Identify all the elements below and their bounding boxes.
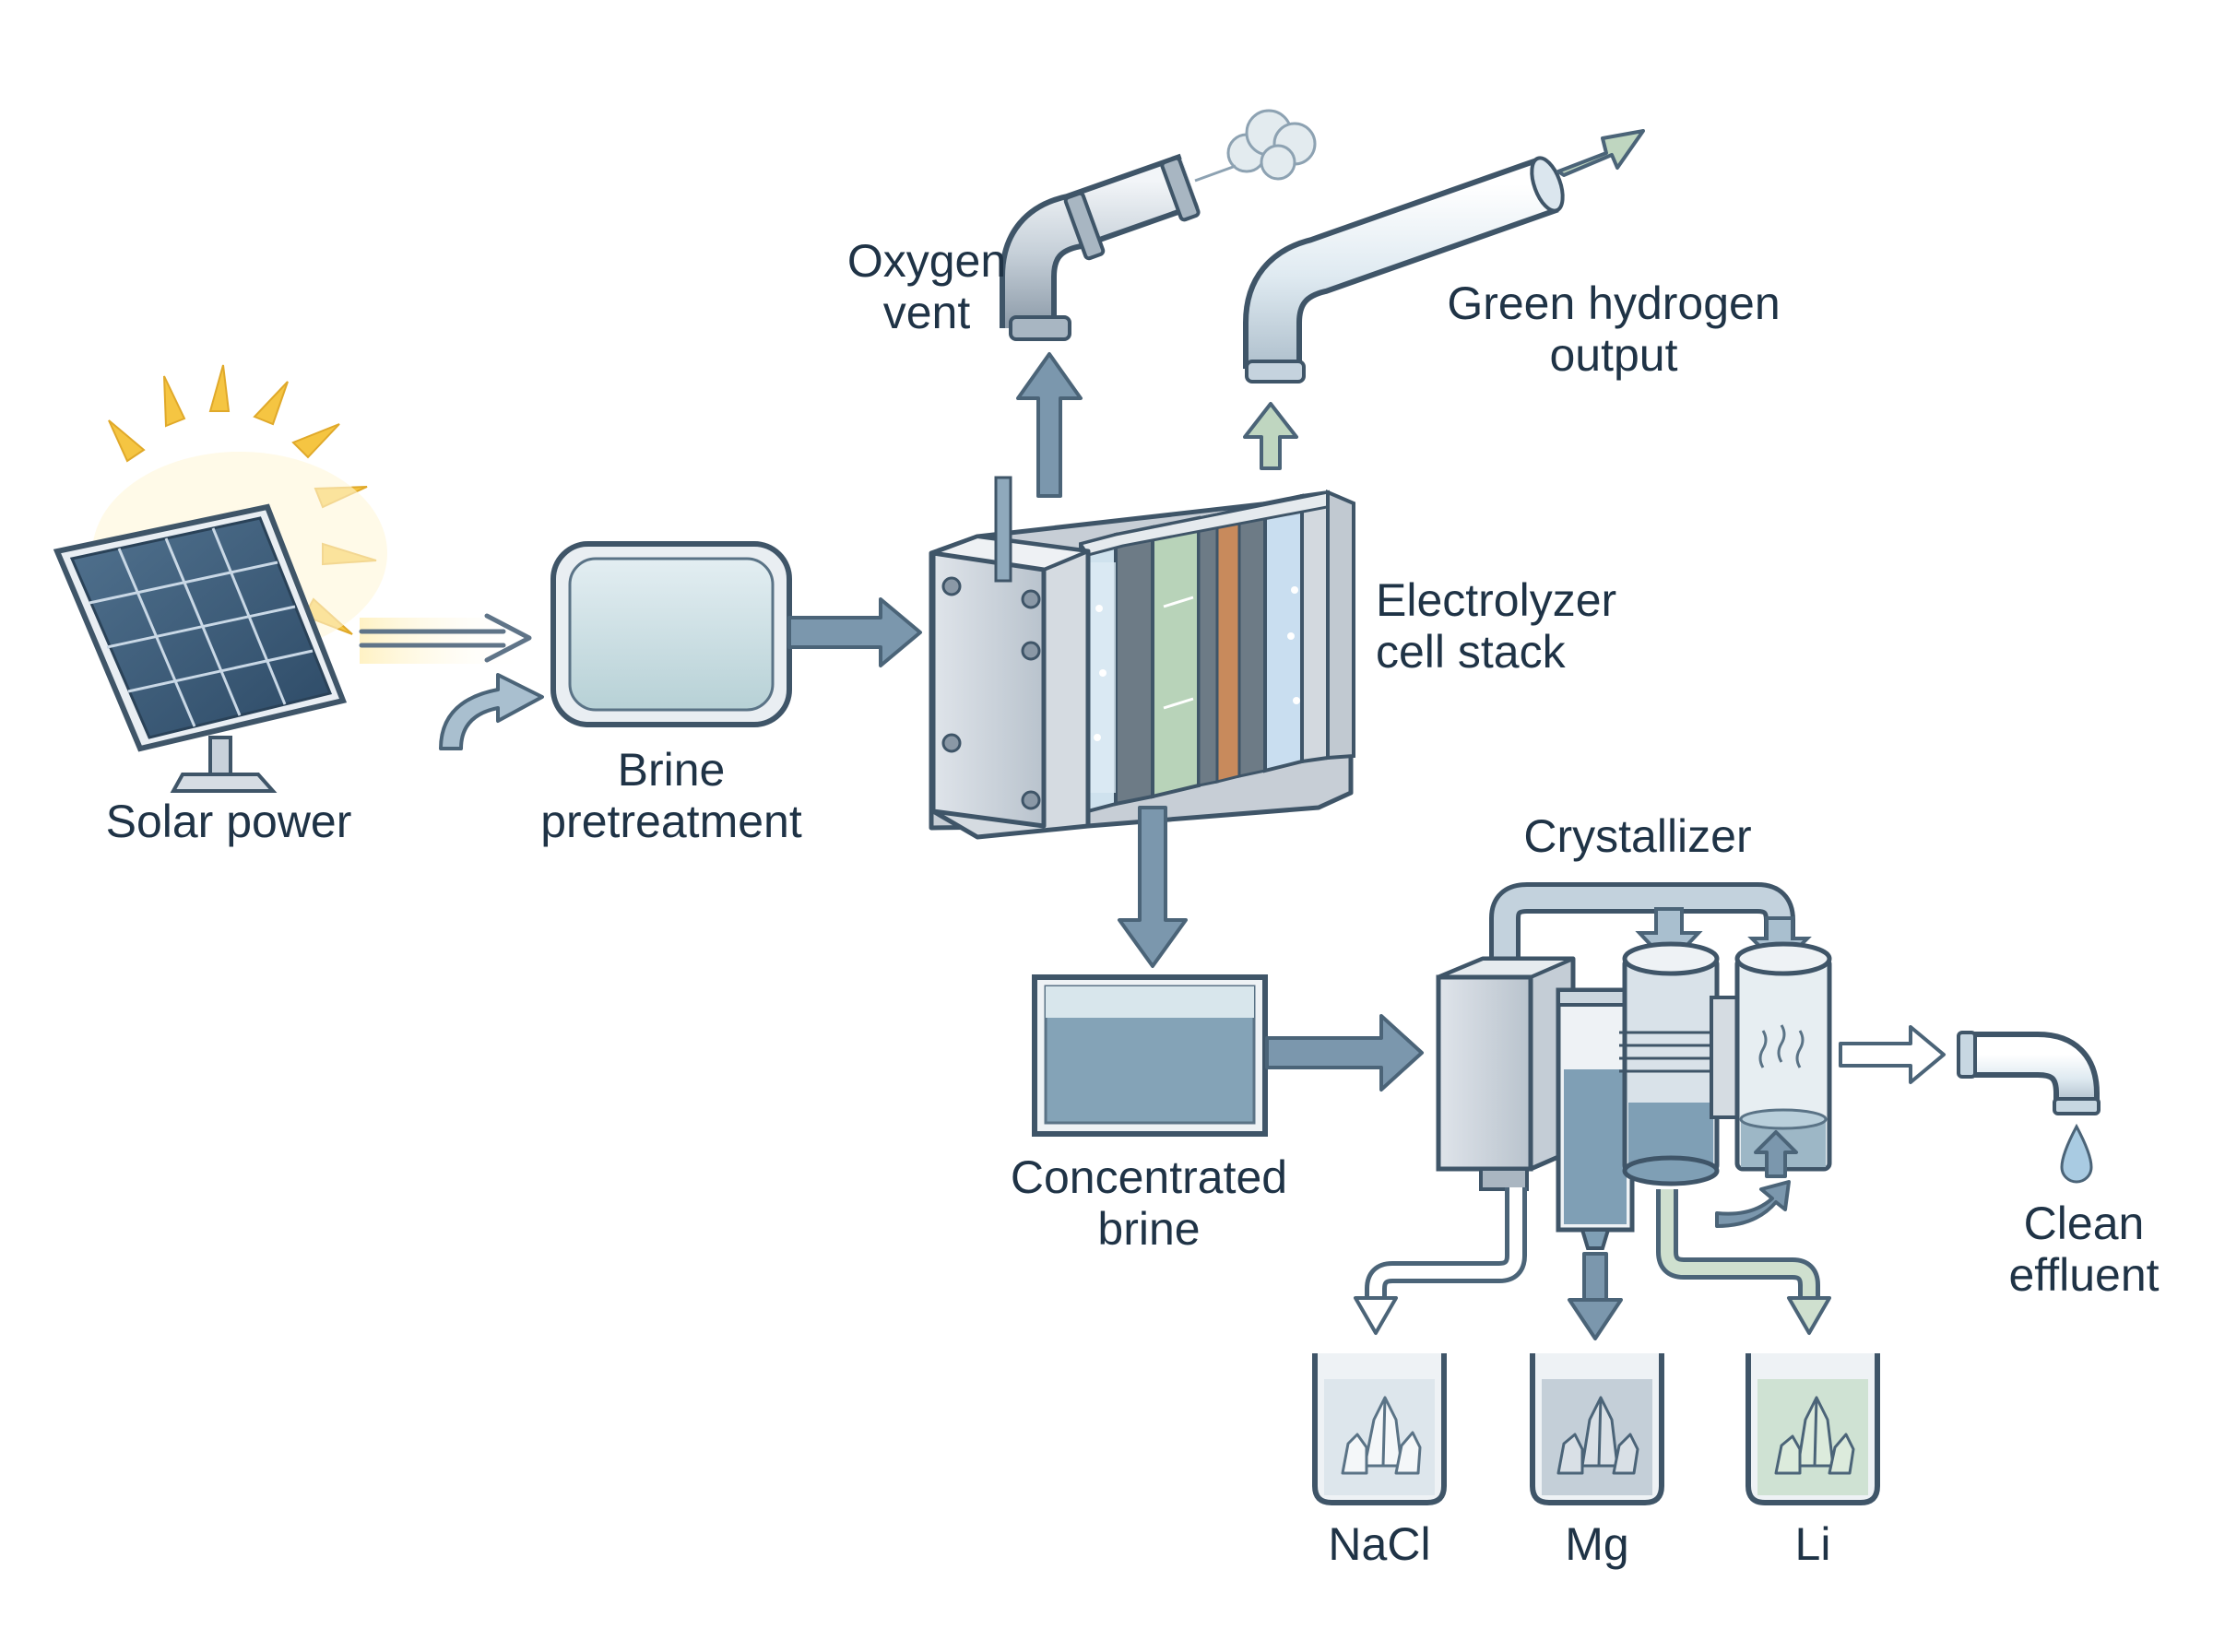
nacl-product: NaCl (1312, 1353, 1447, 1570)
solar-power-label: Solar power (106, 796, 352, 847)
oxygen-vent-label-2: vent (883, 287, 971, 338)
solar-light-arrow (359, 613, 532, 663)
crystal-icon (1774, 1396, 1855, 1475)
clean-effluent-outlet: Clean effluent (1839, 1025, 2160, 1301)
electrolyzer-label-2: cell stack (1376, 626, 1567, 678)
crystallizer-label: Crystallizer (1523, 810, 1751, 862)
crystal-icon (1341, 1396, 1422, 1475)
brine-pretreatment-tank: Brine pretreatment (540, 541, 802, 847)
hydrogen-output-pipe (1243, 156, 1565, 384)
clean-effluent-label-1: Clean (2024, 1198, 2145, 1249)
concentrated-brine-label-1: Concentrated (1011, 1151, 1287, 1203)
product-arrows (1354, 1187, 1831, 1340)
brine-pretreatment-label-2: pretreatment (540, 796, 802, 847)
clean-effluent-label-2: effluent (2008, 1249, 2159, 1301)
mg-label: Mg (1565, 1518, 1628, 1570)
mg-product: Mg (1530, 1353, 1664, 1570)
electrolyzer-cell-stack: Electrolyzer cell stack (929, 476, 1616, 840)
li-label: Li (1795, 1518, 1831, 1570)
oxygen-vent-pipe (1000, 153, 1201, 341)
oxygen-up-arrow (1016, 352, 1083, 498)
electrolyzer-label-1: Electrolyzer (1376, 574, 1616, 626)
solar-panel-icon (53, 503, 348, 752)
oxygen-puff (1194, 109, 1317, 183)
concentrated-brine-label-2: brine (1097, 1203, 1200, 1255)
hydrogen-up-arrow (1243, 402, 1298, 470)
concentrated-brine-tank: Concentrated brine (1011, 974, 1287, 1255)
crystallizer-unit: Crystallizer (1436, 810, 1832, 1250)
hydrogen-label-2: output (1549, 329, 1677, 381)
crystal-icon (1556, 1396, 1639, 1475)
oxygen-vent-label-1: Oxygen (847, 235, 1006, 287)
hydrogen-label-1: Green hydrogen (1447, 277, 1780, 329)
concentrated-to-crystallizer-arrow (1265, 1014, 1424, 1092)
electrolyzer-to-concentrated-arrow (1118, 806, 1188, 968)
li-product: Li (1746, 1353, 1880, 1570)
pretreatment-to-electrolyzer-arrow (787, 597, 922, 667)
brine-pretreatment-label-1: Brine (618, 744, 726, 796)
water-drop-icon (2060, 1123, 2093, 1184)
hydrogen-output-arrow (1556, 129, 1645, 177)
nacl-label: NaCl (1328, 1518, 1430, 1570)
solar-power-unit: Solar power (53, 364, 544, 847)
solar-power-feed-arrow (439, 673, 544, 750)
